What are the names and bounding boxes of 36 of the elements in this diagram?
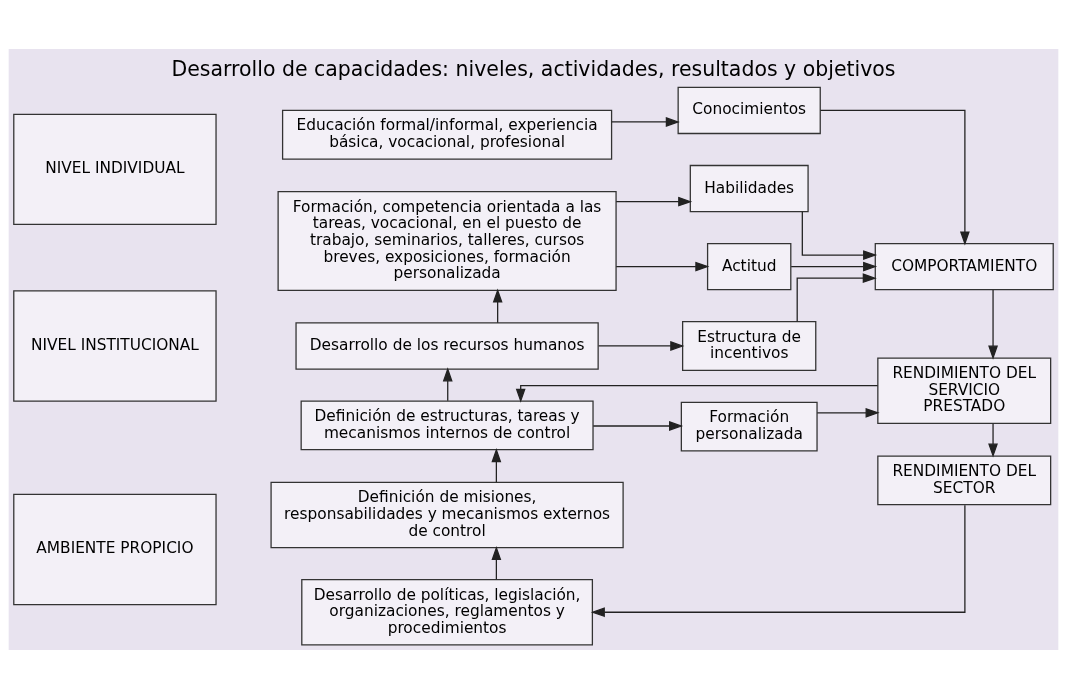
node-box: Desarrollo de políticas, legislación, organizaciones, reglamentos y procedimientos — [301, 578, 593, 646]
arrow — [515, 385, 879, 403]
node-box: AMBIENTE PROPICIO — [13, 493, 217, 606]
node-box: Formación, competencia orientada a las tareas, vocacional, en el puesto de trabajo, seminarios, talleres, cursos breves, exposiciones, formación personalizada — [277, 191, 617, 291]
arrow — [611, 117, 680, 127]
arrow — [590, 504, 966, 618]
node-box: Actitud — [706, 242, 792, 291]
arrow — [819, 109, 970, 246]
arrow — [492, 288, 503, 324]
node-box: RENDIMIENTO DEL SECTOR — [877, 455, 1052, 506]
node-box: Formación personalizada — [680, 401, 818, 452]
node-box: RENDIMIENTO DEL SERVICIO PRESTADO — [877, 357, 1052, 425]
arrow — [801, 211, 878, 261]
node-box: Definición de misiones, responsabilidades y mecanismos externos de control — [270, 481, 624, 549]
node-box: NIVEL INSTITUCIONAL — [13, 290, 217, 402]
arrow — [816, 407, 880, 418]
arrow — [988, 423, 998, 458]
node-box: Educación formal/informal, experiencia básica, vocacional, profesional — [281, 109, 613, 160]
arrow — [988, 289, 998, 360]
arrow — [597, 341, 685, 351]
arrow — [442, 367, 453, 402]
arrow — [615, 196, 693, 207]
node-box: COMPORTAMIENTO — [874, 242, 1054, 291]
node-box: Definición de estructuras, tareas y mecanismos internos de control — [300, 400, 594, 451]
node-box: Habilidades — [689, 164, 809, 213]
arrow — [615, 261, 710, 272]
diagram-title: Desarrollo de capacidades: niveles, actividades, resultados y objetivos — [171, 56, 896, 81]
node-box: Conocimientos — [677, 86, 821, 135]
node-box: NIVEL INDIVIDUAL — [13, 113, 217, 225]
node-box: Estructura de incentivos — [682, 321, 817, 371]
arrow — [796, 273, 877, 323]
arrow — [592, 421, 684, 431]
arrow — [491, 545, 502, 580]
node-box: Desarrollo de los recursos humanos — [295, 322, 599, 370]
arrow — [491, 448, 502, 483]
arrow — [790, 261, 878, 272]
